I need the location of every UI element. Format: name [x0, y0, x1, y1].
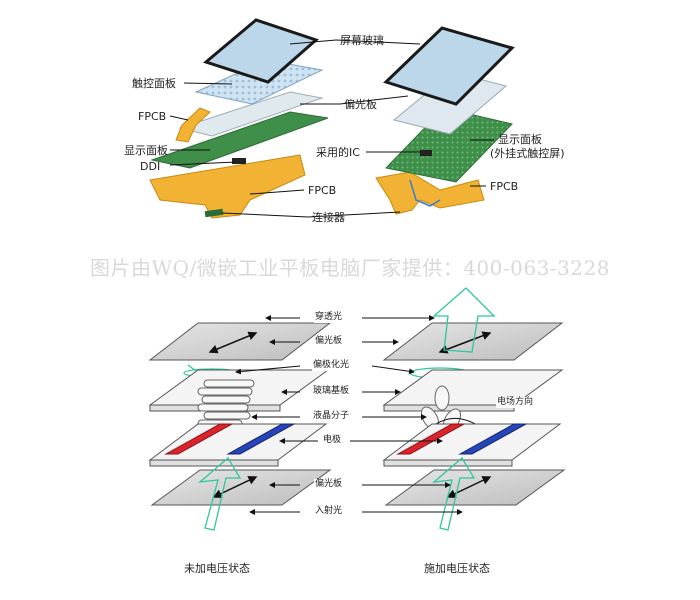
caption-no-voltage: 未加电压状态 [184, 562, 250, 575]
polarizer-bottom-right [384, 469, 566, 506]
electrode-blue-right [458, 423, 528, 455]
connector-left [204, 208, 224, 218]
label-electrode: 电极 [322, 435, 343, 446]
fpcb-base-right [375, 171, 485, 215]
display-panel-left [150, 111, 329, 169]
polarizer-left [178, 91, 324, 137]
ic-chip-right [420, 150, 432, 156]
polarizer-bottom-left [150, 469, 332, 506]
incident-light-right [431, 457, 476, 531]
screen-glass-left [202, 18, 319, 84]
top-leader-lines [169, 39, 494, 218]
right-lc-stack [382, 287, 566, 531]
electrode-red-left [164, 423, 234, 455]
fpcb-tail-left [175, 107, 211, 143]
label-fpcb-right: FPCB [490, 180, 519, 193]
caption-voltage-applied: 施加电压状态 [424, 562, 490, 575]
label-connector: 连接器 [312, 211, 345, 224]
label-polarizer-lower: 偏光板 [314, 479, 344, 490]
left-lc-stack [148, 322, 332, 531]
label-polarizer-top: 偏光板 [344, 98, 377, 111]
label-transmitted-light: 穿透光 [314, 312, 344, 323]
left-exploded-stack [149, 18, 329, 219]
label-display-panel-left: 显示面板 [124, 144, 168, 157]
label-lc-molecule: 液晶分子 [312, 411, 351, 422]
label-ic-used: 采用的IC [316, 146, 360, 159]
watermark-text: 图片由WQ/微嵌工业平板电脑厂家提供：400-063-3228 [90, 256, 610, 280]
label-ddi: DDI [140, 160, 161, 173]
label-display-panel-right-note: (外挂式触控屏) [490, 147, 565, 160]
label-polarizer-upper: 偏光板 [314, 336, 344, 347]
right-exploded-stack [375, 26, 515, 215]
incident-light-left [197, 457, 242, 531]
polarizer-top-left [148, 322, 332, 361]
label-display-panel-right: 显示面板 [498, 133, 542, 146]
label-fpcb-left: FPCB [138, 110, 167, 123]
label-glass-substrate: 玻璃基板 [312, 386, 351, 397]
label-electric-field: 电场方向 [496, 397, 535, 408]
label-incident-light: 入射光 [314, 506, 344, 517]
glass-substrate-bottom-left [148, 423, 328, 461]
label-polarized-light: 偏极化光 [312, 360, 351, 371]
polarizer-top-right [382, 322, 564, 361]
screen-glass-right [383, 26, 515, 106]
label-screen-glass: 屏幕玻璃 [340, 34, 384, 47]
fpcb-base-left [149, 154, 306, 219]
label-touch-panel: 触控面板 [132, 77, 176, 90]
glass-substrate-top-right [382, 369, 564, 406]
label-fpcb-bottom: FPCB [308, 184, 337, 197]
electrode-blue-left [226, 423, 296, 455]
glass-substrate-bottom-right [382, 423, 562, 461]
bottom-leader-lines [235, 315, 463, 515]
fpcb-trace-right [409, 179, 441, 207]
electrode-red-right [396, 423, 466, 455]
ddi-chip-left [232, 158, 246, 164]
transmitted-light-right [432, 287, 496, 353]
